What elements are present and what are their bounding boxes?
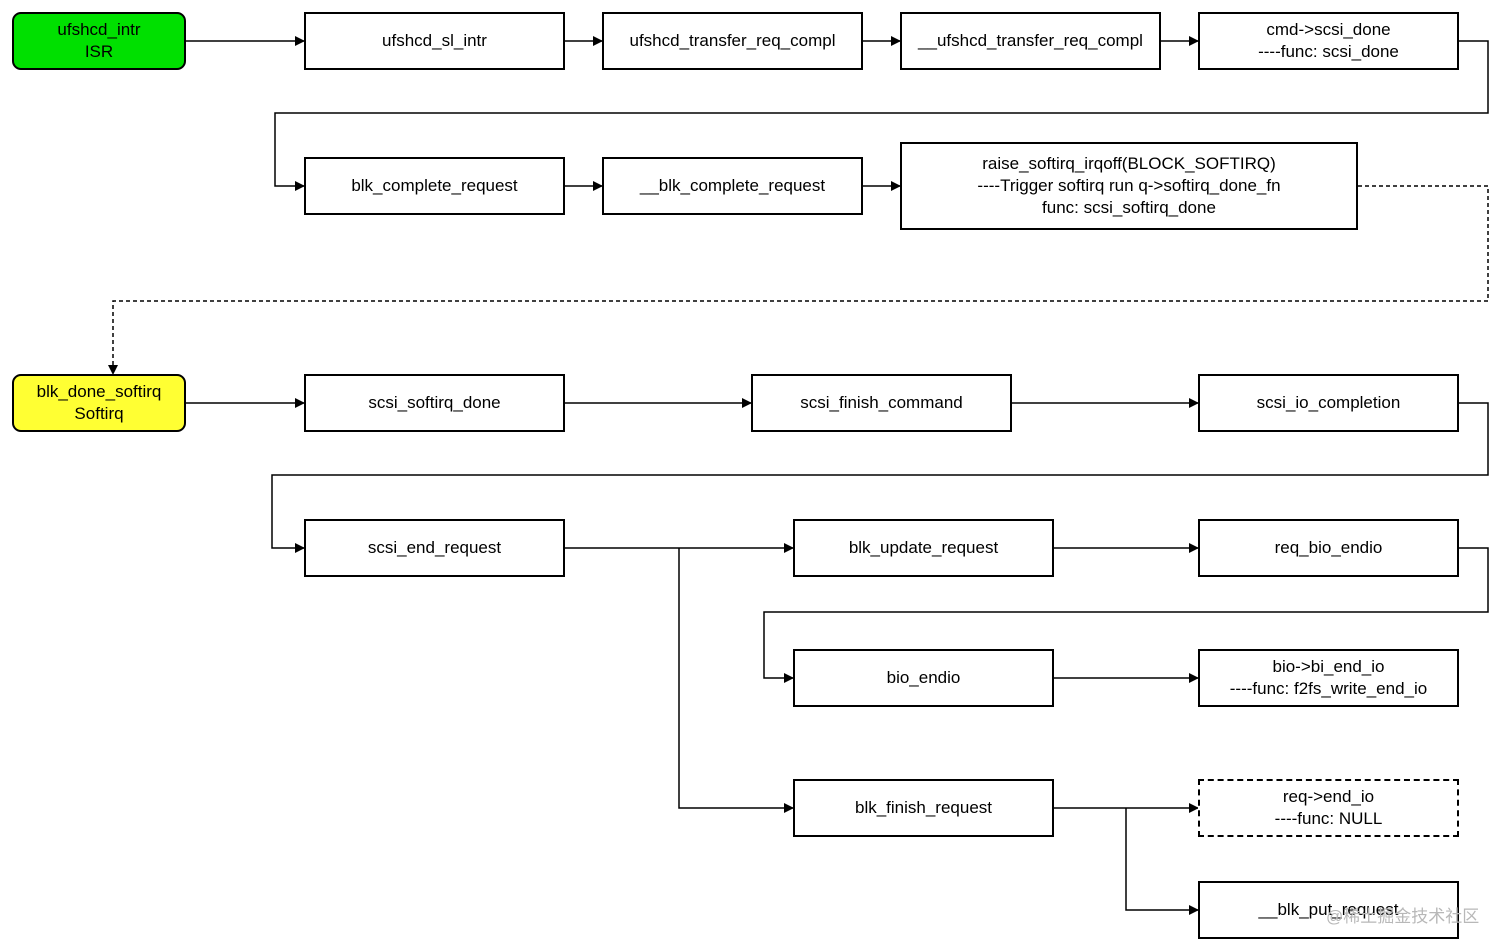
watermark-text: @稀土掘金技术社区 — [1326, 907, 1480, 926]
node-blk-update-request: blk_update_request — [793, 519, 1054, 577]
node-label-line: __blk_put_request — [1258, 900, 1399, 919]
node-bio-bi-end-io: bio->bi_end_io ----func: f2fs_write_end_… — [1198, 649, 1459, 707]
node-cmd-scsi-done: cmd->scsi_done ----func: scsi_done — [1198, 12, 1459, 70]
node-internal-blk-put-request: __blk_put_request — [1198, 881, 1459, 939]
node-label-line: bio_endio — [886, 668, 961, 687]
node-scsi-finish-command: scsi_finish_command — [751, 374, 1012, 432]
node-label-line: ufshcd_intr — [57, 20, 141, 39]
node-label-line: blk_update_request — [848, 538, 999, 557]
node-internal-ufshcd-transfer-req-compl: __ufshcd_transfer_req_compl — [900, 12, 1161, 70]
node-label-line: bio->bi_end_io — [1272, 657, 1385, 676]
node-req-end-io: req->end_io ----func: NULL — [1198, 779, 1459, 837]
node-scsi-io-completion: scsi_io_completion — [1198, 374, 1459, 432]
node-label-line: blk_finish_request — [854, 798, 993, 817]
node-label-line: ----func: f2fs_write_end_io — [1229, 679, 1428, 698]
node-label-line: scsi_finish_command — [800, 393, 963, 412]
edge-blk-finish-request-to---blk-put-request — [1125, 808, 1199, 915]
node-label-line: ----Trigger softirq run q->softirq_done_… — [977, 176, 1281, 195]
node-req-bio-endio: req_bio_endio — [1198, 519, 1459, 577]
node-label-line: __ufshcd_transfer_req_compl — [918, 31, 1143, 50]
node-scsi-end-request: scsi_end_request — [304, 519, 565, 577]
node-label-line: func: scsi_softirq_done — [1042, 198, 1216, 217]
node-raise-softirq-irqoff: raise_softirq_irqoff(BLOCK_SOFTIRQ) ----… — [900, 142, 1358, 230]
node-scsi-softirq-done: scsi_softirq_done — [304, 374, 565, 432]
node-ufshcd-intr-isr: ufshcd_intr ISR — [12, 12, 186, 70]
edge-scsi-end-request-to-blk-finish-request — [678, 548, 794, 813]
node-label-line: ufshcd_transfer_req_compl — [629, 31, 836, 50]
node-label-line: scsi_softirq_done — [368, 393, 501, 412]
node-label-line: blk_complete_request — [351, 176, 518, 195]
edge-cmd-scsi-done-to-blk-complete-request — [274, 40, 1489, 191]
node-blk-done-softirq: blk_done_softirq Softirq — [12, 374, 186, 432]
node-label-line: blk_done_softirq — [36, 382, 162, 401]
node-ufshcd-sl-intr: ufshcd_sl_intr — [304, 12, 565, 70]
node-label-line: ufshcd_sl_intr — [382, 31, 487, 50]
edge-scsi-io-completion-to-scsi-end-request — [271, 402, 1489, 553]
node-label-line: req->end_io — [1282, 787, 1375, 806]
node-label-line: cmd->scsi_done — [1266, 20, 1391, 39]
node-label-line: scsi_io_completion — [1256, 393, 1401, 412]
node-blk-complete-request: blk_complete_request — [304, 157, 565, 215]
node-label-line: __blk_complete_request — [639, 176, 826, 195]
edge-req-bio-endio-to-bio-endio — [763, 547, 1489, 683]
node-label-line: req_bio_endio — [1274, 538, 1383, 557]
node-internal-blk-complete-request: __blk_complete_request — [602, 157, 863, 215]
node-label-line: Softirq — [74, 404, 124, 423]
node-blk-finish-request: blk_finish_request — [793, 779, 1054, 837]
node-label-line: raise_softirq_irqoff(BLOCK_SOFTIRQ) — [982, 154, 1276, 173]
node-label-line: ----func: NULL — [1274, 809, 1383, 828]
node-label-line: ----func: scsi_done — [1258, 42, 1399, 61]
edge-raise-softirq-to-blk-done-softirq — [108, 185, 1489, 375]
node-label-line: ISR — [84, 42, 114, 61]
node-bio-endio: bio_endio — [793, 649, 1054, 707]
node-ufshcd-transfer-req-compl: ufshcd_transfer_req_compl — [602, 12, 863, 70]
node-label-line: scsi_end_request — [367, 538, 502, 557]
